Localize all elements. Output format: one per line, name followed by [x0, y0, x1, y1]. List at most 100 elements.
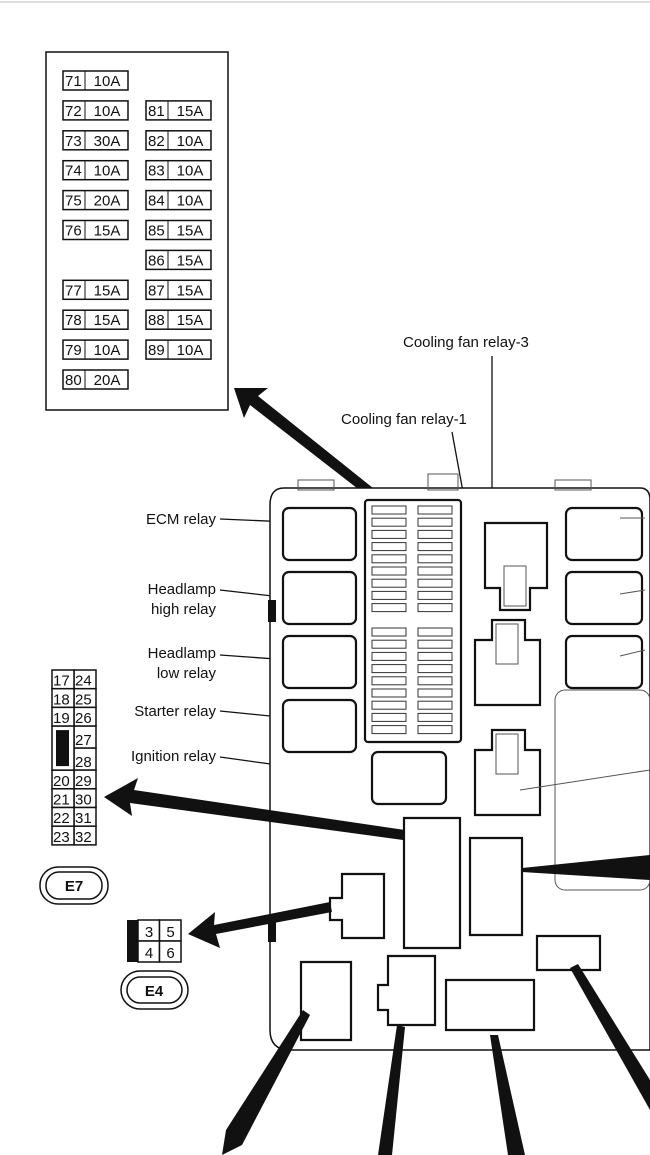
mini-fuse: [371, 517, 407, 527]
mini-fuse: [371, 700, 407, 710]
mini-fuse: [417, 542, 453, 552]
pin-number: 21: [53, 792, 70, 809]
label-ecm-relay: ECM relay: [146, 511, 217, 528]
mini-fuse: [371, 529, 407, 539]
connector-e4-name: E4: [145, 983, 164, 1000]
mini-fuse: [371, 725, 407, 735]
mini-fuse: [371, 554, 407, 564]
mini-fuse: [371, 566, 407, 576]
pin-number: 17: [53, 673, 70, 690]
pin-number: 28: [75, 754, 92, 771]
pin-number: 22: [53, 810, 70, 827]
arrow-to-fuse-block: [234, 388, 388, 506]
fuse-number: 76: [65, 223, 82, 240]
label-starter-relay: Starter relay: [134, 703, 216, 720]
relay-labels: Cooling fan relay-3 Cooling fan relay-1 …: [131, 334, 529, 783]
fuse-cell: 82 10A: [145, 130, 212, 151]
pin-number: 32: [75, 829, 92, 846]
fuse-amperage: 30A: [94, 133, 121, 150]
fuse-number: 89: [148, 342, 165, 359]
fuse-cell: 83 10A: [145, 159, 212, 181]
mini-fuse: [417, 627, 453, 637]
fuse-number: 81: [148, 103, 165, 120]
fuse-amperage: 15A: [177, 103, 204, 120]
fuse-amperage: 10A: [177, 193, 204, 210]
fuse-amperage: 15A: [94, 282, 121, 299]
mini-fuse: [417, 651, 453, 661]
fuse-cell: 89 10A: [145, 339, 212, 360]
mini-fuse: [417, 676, 453, 686]
fuse-amperage: 15A: [177, 252, 204, 269]
fuse-number: 75: [65, 193, 82, 210]
pin-number: 18: [53, 691, 70, 708]
fuse-cell: 77 15A: [62, 279, 129, 301]
fuse-amperage: 15A: [177, 282, 204, 299]
pin-number: 24: [75, 673, 92, 690]
label-cooling-fan-relay-1: Cooling fan relay-1: [341, 411, 467, 428]
fuse-amperage: 10A: [177, 163, 204, 180]
label-headlamp-high-2: high relay: [151, 601, 217, 618]
pin-number: 23: [53, 829, 70, 846]
pin-number: 20: [53, 773, 70, 790]
pin-number: 4: [145, 945, 153, 962]
fuse-number: 74: [65, 163, 82, 180]
fuse-number: 88: [148, 312, 165, 329]
fuse-cell: 75 20A: [62, 189, 129, 211]
label-headlamp-low-2: low relay: [157, 665, 217, 682]
mini-fuse: [371, 578, 407, 588]
mini-fuse: [371, 688, 407, 698]
pin-number: 31: [75, 810, 92, 827]
relay-box: [268, 473, 650, 1051]
mini-fuse: [371, 664, 407, 674]
fuse-cell: 81 15A: [145, 100, 212, 121]
fuse-cell: 86 15A: [145, 249, 212, 271]
mini-fuse: [417, 712, 453, 722]
mini-fuse: [371, 603, 407, 613]
pin-number: 6: [166, 945, 174, 962]
pin-number: 26: [75, 710, 92, 727]
label-headlamp-low-1: Headlamp: [148, 645, 216, 662]
fuse-number: 87: [148, 282, 165, 299]
mini-fuse: [417, 603, 453, 613]
fuse-number: 77: [65, 282, 82, 299]
mini-fuse: [417, 566, 453, 576]
fuse-number: 86: [148, 252, 165, 269]
mini-fuse: [371, 712, 407, 722]
pin-number: 3: [145, 924, 153, 941]
fuse-number: 80: [65, 372, 82, 389]
mini-fuse: [417, 590, 453, 600]
mini-fuse: [371, 542, 407, 552]
mini-fuse: [417, 529, 453, 539]
fuse-amperage: 10A: [177, 133, 204, 150]
mini-fuse: [371, 627, 407, 637]
fuse-number: 83: [148, 163, 165, 180]
mini-fuse: [417, 554, 453, 564]
fuse-amperage: 15A: [94, 312, 121, 329]
pin-number: 19: [53, 710, 70, 727]
connector-e7-name: E7: [65, 878, 83, 895]
fuse-number: 72: [65, 103, 82, 120]
label-cooling-fan-relay-3: Cooling fan relay-3: [403, 334, 529, 351]
fuse-amperage: 10A: [177, 342, 204, 359]
mini-fuse: [371, 505, 407, 515]
pin-number: 29: [75, 773, 92, 790]
pin-number: 5: [166, 924, 174, 941]
fuse-amperage: 20A: [94, 193, 121, 210]
mini-fuse: [417, 517, 453, 527]
mini-fuse: [417, 664, 453, 674]
mini-fuse: [417, 725, 453, 735]
fuse-amperage: 10A: [94, 342, 121, 359]
fuse-amperage: 20A: [94, 372, 121, 389]
fuse-number: 84: [148, 193, 165, 210]
fuse-number: 82: [148, 133, 165, 150]
